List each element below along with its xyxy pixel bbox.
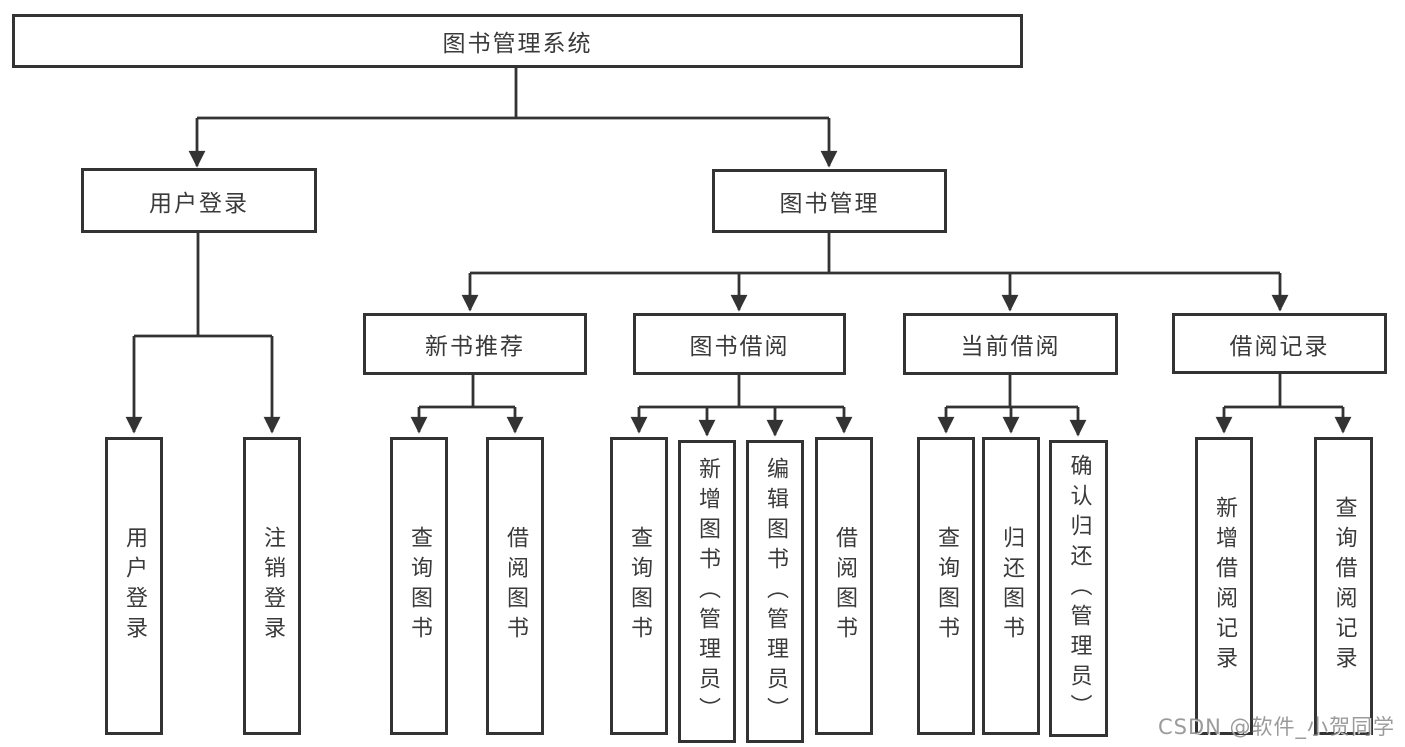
node-library-management-system: 图书管理系统 <box>12 14 1023 68</box>
node-label: 当前借阅 <box>960 334 1061 360</box>
node-label: 图书借阅 <box>689 334 790 360</box>
csdn-watermark: CSDN @软件_小贺同学 <box>1158 715 1396 739</box>
leaf-label: 查询借阅记录 <box>1331 496 1357 676</box>
leaf-label: 注销登录 <box>260 526 285 646</box>
leaf-return-books: 归还图书 <box>982 437 1040 735</box>
node-label: 借阅记录 <box>1229 333 1330 360</box>
node-user-login: 用户登录 <box>81 168 317 233</box>
leaf-label: 确认归还（管理员） <box>1066 453 1092 724</box>
node-borrowing-records: 借阅记录 <box>1172 313 1387 374</box>
leaf-user-login: 用户登录 <box>105 437 163 735</box>
leaf-add-books-admin: 新增图书（管理员） <box>678 440 736 743</box>
leaf-add-borrow-record: 新增借阅记录 <box>1195 437 1253 735</box>
leaf-edit-books-admin: 编辑图书（管理员） <box>746 440 804 743</box>
leaf-label: 查询图书 <box>934 526 959 646</box>
leaf-label: 归还图书 <box>999 526 1024 646</box>
leaf-query-books-current: 查询图书 <box>917 437 975 735</box>
node-label: 用户登录 <box>149 190 249 217</box>
leaf-query-borrow-record: 查询借阅记录 <box>1314 437 1373 735</box>
leaf-label: 借阅图书 <box>832 526 857 646</box>
leaf-label: 查询图书 <box>407 526 432 646</box>
leaf-label: 编辑图书（管理员） <box>763 456 788 727</box>
leaf-confirm-return-admin: 确认归还（管理员） <box>1049 440 1108 737</box>
leaf-borrow-books-recommend: 借阅图书 <box>486 437 544 735</box>
node-new-book-recommendation: 新书推荐 <box>363 313 587 375</box>
leaf-logout: 注销登录 <box>243 437 301 735</box>
leaf-label: 查询图书 <box>627 526 652 646</box>
leaf-label: 新增图书（管理员） <box>695 456 720 727</box>
leaf-label: 用户登录 <box>122 526 147 646</box>
connector-arrows <box>125 118 1352 437</box>
leaf-label: 新增借阅记录 <box>1212 496 1237 676</box>
leaf-query-books-recommend: 查询图书 <box>390 437 448 735</box>
connector-stems <box>134 68 1343 409</box>
node-label: 新书推荐 <box>425 334 525 360</box>
leaf-label: 借阅图书 <box>503 526 528 646</box>
node-label: 图书管理 <box>779 191 880 217</box>
leaf-borrow-books: 借阅图书 <box>815 437 873 735</box>
node-book-management: 图书管理 <box>712 169 947 233</box>
leaf-query-books-borrowing: 查询图书 <box>610 437 668 735</box>
node-label: 图书管理系统 <box>442 31 593 57</box>
node-book-borrowing: 图书借阅 <box>633 313 846 375</box>
node-current-borrowing: 当前借阅 <box>903 313 1118 375</box>
